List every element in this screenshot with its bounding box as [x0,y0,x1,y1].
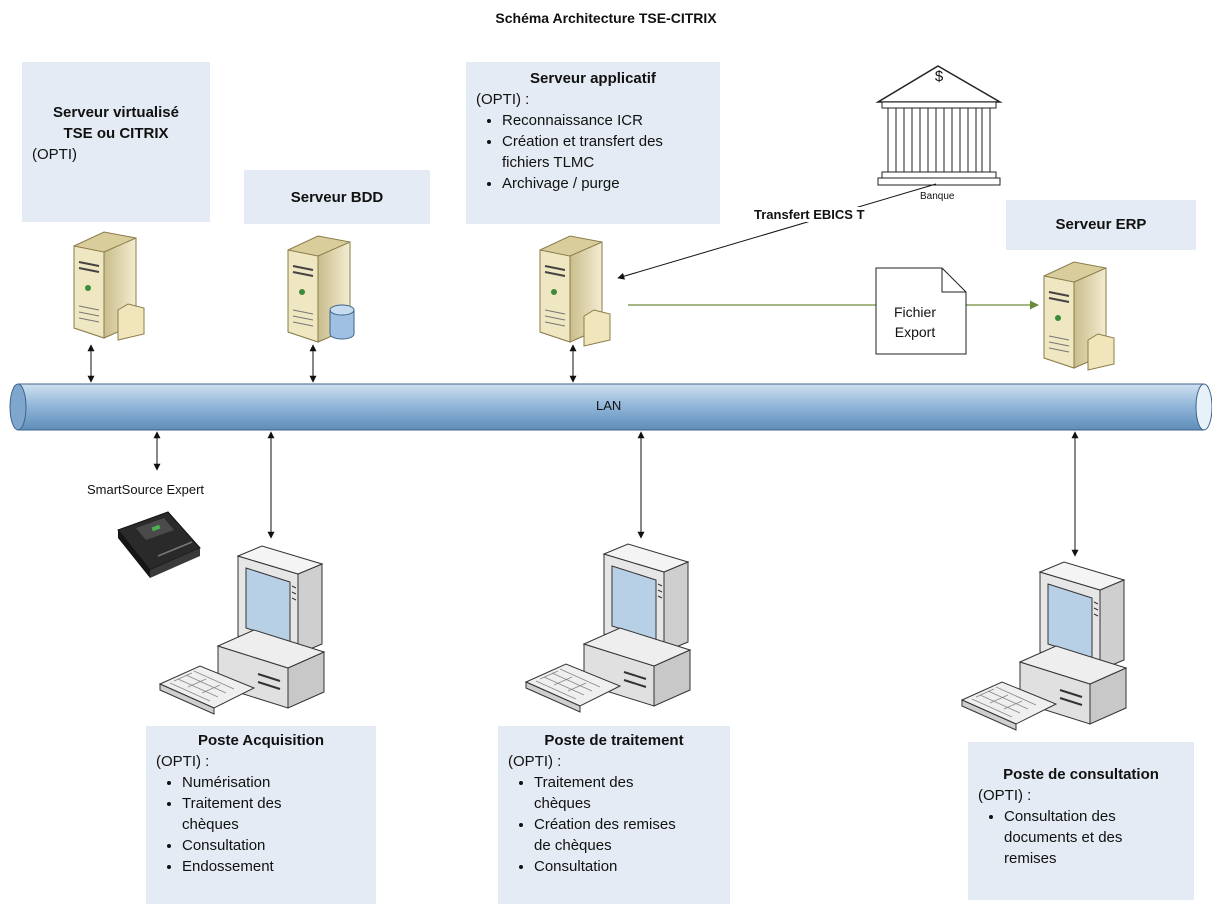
server-virtual-icon [73,231,145,341]
processing-subtitle: (OPTI) : [508,753,562,770]
bank-icon [875,65,1003,186]
acquisition-subtitle: (OPTI) : [156,753,210,770]
virtual-server-title-2: TSE ou CITRIX [63,125,169,142]
acquisition-box: Poste Acquisition (OPTI) : Numérisation … [146,726,376,904]
scanner-label: SmartSource Expert [87,482,205,497]
server-bdd-icon [287,235,355,343]
app-server-item: Création et transfert des fichiers TLMC [502,131,710,173]
processing-item: Traitement des chèques [534,772,680,814]
acquisition-item: Traitement des chèques [182,793,316,835]
computer-consultation-icon [961,561,1127,731]
processing-title: Poste de traitement [544,732,684,749]
app-server-box: Serveur applicatif (OPTI) : Reconnaissan… [466,62,720,224]
consultation-subtitle: (OPTI) : [978,787,1032,804]
virtual-server-title-1: Serveur virtualisé [53,104,179,121]
server-app-icon [539,235,611,347]
virtual-server-subtitle: (OPTI) [32,146,77,163]
acquisition-item: Endossement [182,856,316,877]
server-erp-icon [1043,261,1115,371]
consultation-item: Consultation des documents et des remise… [1004,806,1144,869]
app-server-item: Reconnaissance ICR [502,110,710,131]
virtual-server-box: Serveur virtualisé TSE ou CITRIX (OPTI) [22,62,210,222]
bdd-server-title: Serveur BDD [290,189,384,206]
computer-acquisition-icon [159,545,325,715]
processing-box: Poste de traitement (OPTI) : Traitement … [498,726,730,904]
export-file-icon [875,267,967,355]
export-file-label: Fichier Export [882,302,948,342]
processing-item: Consultation [534,856,680,877]
acquisition-item: Numérisation [182,772,316,793]
computer-processing-icon [525,543,691,713]
consultation-box: Poste de consultation (OPTI) : Consultat… [968,742,1194,900]
bank-symbol: $ [934,68,944,85]
app-server-subtitle: (OPTI) : [476,91,530,108]
export-file-line2: Export [894,324,936,340]
lan-label: LAN [596,398,622,413]
export-file-line1: Fichier [893,304,936,320]
transfer-arrow [617,183,937,280]
scanner-icon [117,511,201,578]
bdd-server-box: Serveur BDD [244,170,430,224]
consultation-title: Poste de consultation [1003,766,1159,783]
acquisition-list: Numérisation Traitement des chèques Cons… [156,772,366,877]
acquisition-title: Poste Acquisition [197,732,325,749]
app-server-list: Reconnaissance ICR Création et transfert… [476,110,710,194]
bank-label: Banque [920,191,955,202]
erp-server-title: Serveur ERP [1055,216,1147,233]
processing-list: Traitement des chèques Création des remi… [508,772,720,877]
processing-item: Création des remises de chèques [534,814,680,856]
transfer-label: Transfert EBICS T [752,207,867,222]
lan-bus [9,383,1212,431]
app-server-item: Archivage / purge [502,173,710,194]
diagram-title: Schéma Architecture TSE-CITRIX [495,10,717,26]
acquisition-item: Consultation [182,835,316,856]
consultation-list: Consultation des documents et des remise… [978,806,1184,869]
app-server-title: Serveur applicatif [530,70,656,87]
erp-server-box: Serveur ERP [1006,200,1196,250]
